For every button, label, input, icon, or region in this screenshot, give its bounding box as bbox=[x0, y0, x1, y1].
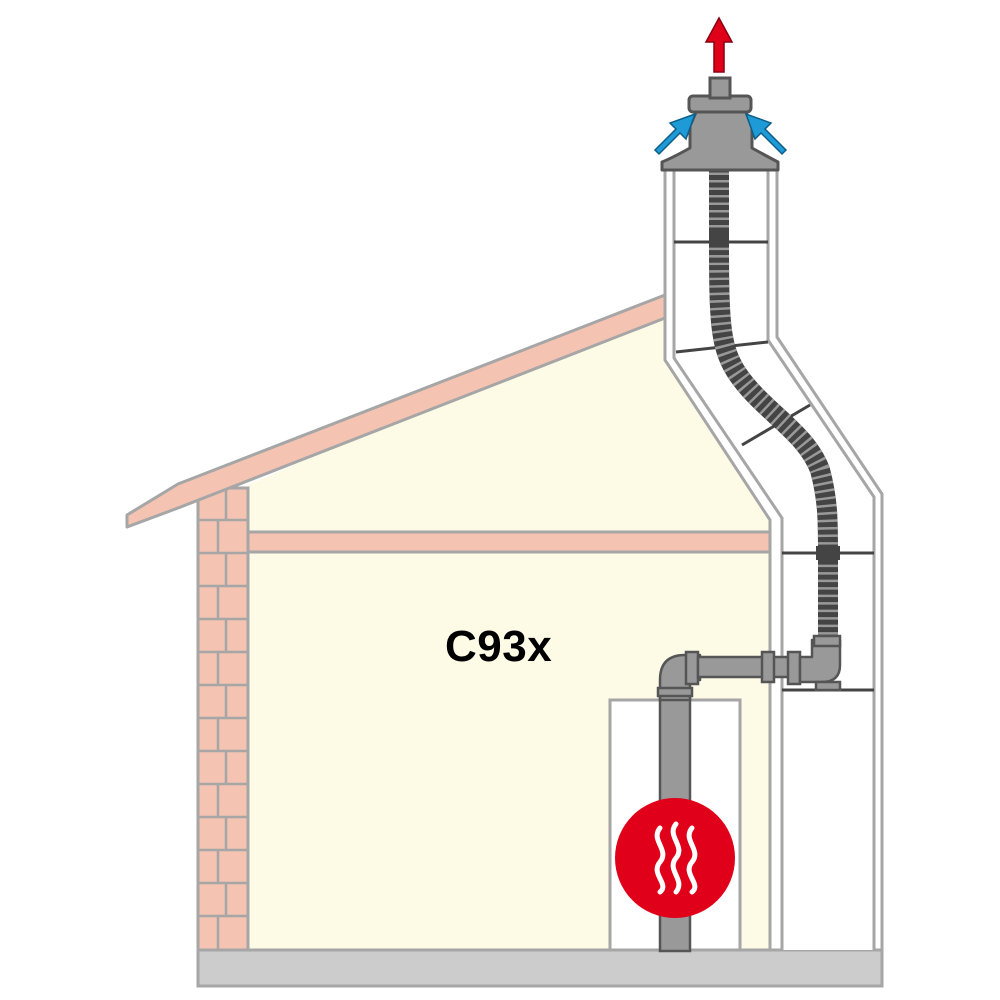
system-type-label: C93x bbox=[445, 622, 553, 671]
intake-arrow-right-icon bbox=[744, 112, 788, 156]
liner-connector-bottom bbox=[816, 546, 840, 560]
liner-connector-top bbox=[709, 232, 729, 244]
chimney-shaft bbox=[663, 166, 884, 950]
heat-waves-icon bbox=[615, 798, 735, 918]
intake-arrow-left-icon bbox=[653, 112, 697, 156]
flex-flue-corrugation bbox=[709, 165, 838, 650]
brick-wall bbox=[196, 486, 250, 952]
floor-slab bbox=[196, 948, 884, 988]
connector-pipe bbox=[656, 634, 842, 702]
ceiling-beam bbox=[246, 530, 772, 554]
exhaust-arrow-icon bbox=[704, 16, 734, 73]
